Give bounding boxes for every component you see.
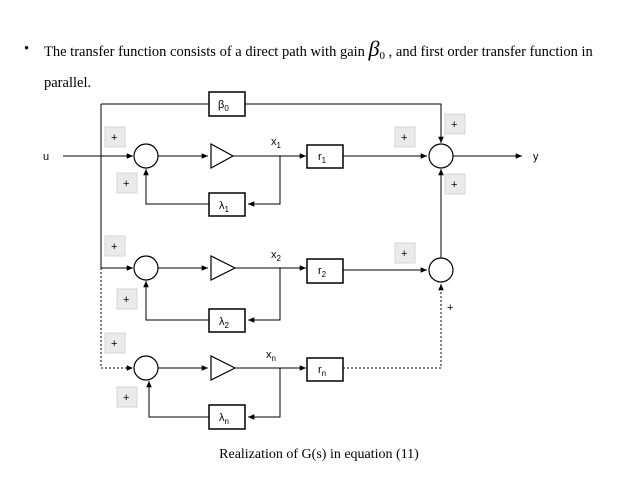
bullet-paragraph: • The transfer function consists of a di…: [24, 34, 614, 98]
plus-badge: [104, 235, 126, 257]
rn-block: [306, 357, 344, 382]
bullet-text-before: The transfer function consists of a dire…: [44, 44, 365, 60]
integrator-2: [210, 255, 237, 281]
integrator-n: [210, 355, 237, 381]
plus-badge: [116, 386, 138, 408]
feedback-wire-1: [143, 169, 209, 205]
plus-badge: [444, 113, 466, 135]
plus-sign: +: [447, 302, 453, 314]
plus-badge: [104, 126, 126, 148]
feedback-wire-n: [248, 368, 281, 420]
plus-sign: +: [401, 248, 407, 260]
r1-label: r1: [318, 151, 327, 165]
r2-block: [306, 258, 344, 284]
beta0-label: β0: [218, 99, 229, 113]
plus-sign: +: [451, 179, 457, 191]
feedback-wire-2: [143, 281, 209, 321]
plus-sign: +: [451, 119, 457, 131]
plus-badge: [444, 173, 466, 195]
figure-caption: Realization of G(s) in equation (11): [219, 447, 419, 462]
plus-sign: +: [123, 392, 129, 404]
x1-label: x1: [271, 136, 282, 150]
dashed-wire: [343, 284, 444, 369]
lambdan-label: λn: [219, 412, 229, 426]
output-label: y: [533, 151, 539, 163]
plus-sign: +: [123, 294, 129, 306]
lambda1-label: λ1: [219, 200, 230, 214]
plus-badge: [394, 242, 416, 264]
xn-label: xn: [266, 349, 276, 363]
feedback-wire-2: [248, 268, 281, 323]
plus-sign: +: [111, 338, 117, 350]
sum-node-n: [133, 355, 159, 381]
bullet-text-after: , and first order transfer function in p…: [44, 44, 593, 91]
bullet-marker: •: [24, 41, 30, 57]
feedback-wire-n: [146, 381, 209, 418]
beta0-block: [208, 91, 246, 117]
r2-label: r2: [318, 265, 327, 279]
beta-symbol: β: [368, 36, 380, 61]
beta-output-wire: [245, 103, 444, 143]
plus-badge: [104, 332, 126, 354]
x2-label: x2: [271, 249, 282, 263]
output-sum-node: [428, 143, 454, 169]
sum-node-1: [133, 143, 159, 169]
plus-sign: +: [111, 132, 117, 144]
integrator-1: [210, 142, 235, 170]
plus-sign: +: [111, 241, 117, 253]
sum-node-2: [133, 255, 159, 281]
feedback-wire-1: [248, 156, 281, 207]
input-label: u: [43, 151, 49, 163]
beta-subscript: 0: [379, 50, 386, 62]
plus-badge: [116, 172, 138, 194]
plus-badge: [394, 126, 416, 148]
lambda2-label: λ2: [219, 316, 230, 330]
plus-sign: +: [123, 178, 129, 190]
lower-sum-node: [428, 257, 454, 283]
plus-sign: +: [401, 132, 407, 144]
rn-label: rn: [318, 364, 326, 378]
plus-badge: [116, 288, 138, 310]
